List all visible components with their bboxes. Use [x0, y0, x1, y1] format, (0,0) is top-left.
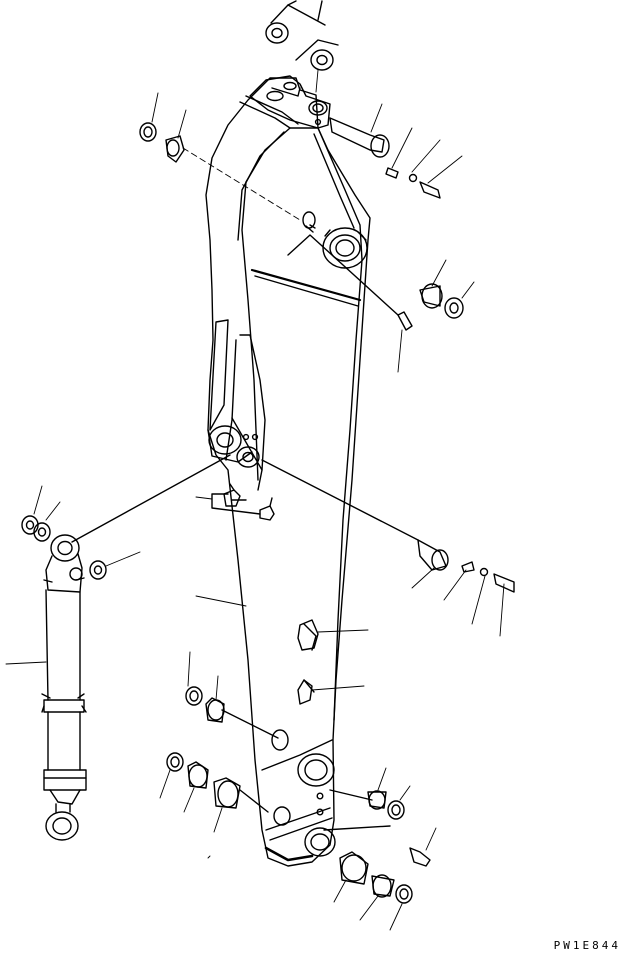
mid-bushing-boss	[288, 212, 398, 315]
lower-bushing-bosses	[272, 730, 390, 856]
top-bushing-set	[140, 93, 186, 162]
top-shim-pair	[266, 1, 338, 92]
mid-pin-assembly	[262, 460, 514, 636]
cylinder-shims	[22, 486, 140, 579]
drawing-code-label: PW1E844	[553, 939, 621, 952]
clamp-brackets	[196, 484, 274, 520]
cylinder-mount-bracket	[208, 320, 265, 490]
arm-leader	[196, 596, 246, 858]
top-pin-assembly	[330, 104, 462, 198]
arm-body	[183, 78, 370, 866]
lower-left-bushing-set	[160, 652, 278, 832]
top-bracket	[250, 76, 330, 128]
arm-cylinder	[6, 455, 230, 840]
lower-right-bushing-set	[334, 768, 436, 930]
access-covers	[298, 620, 368, 704]
mid-bushing-set	[398, 260, 474, 372]
